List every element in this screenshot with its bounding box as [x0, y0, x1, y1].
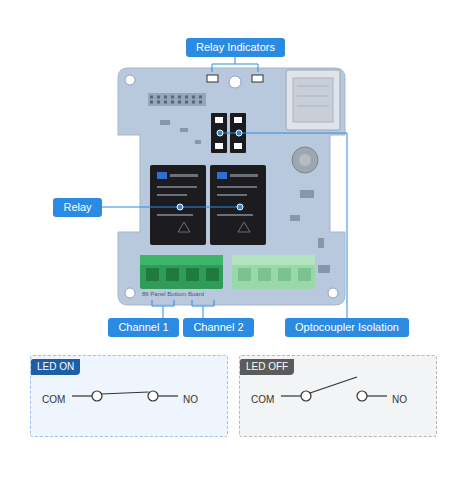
relay-print	[170, 174, 198, 177]
relay-body	[150, 165, 206, 245]
terminal-screw	[146, 268, 159, 281]
switch-row: COM NO	[240, 393, 436, 407]
smd-part	[318, 265, 330, 273]
switch-lever	[310, 377, 357, 393]
opto-mark	[234, 143, 242, 149]
relay-print	[157, 186, 197, 188]
callout-text: Channel 2	[193, 321, 243, 334]
terminal-block	[140, 255, 223, 289]
terminal-screw	[206, 268, 219, 281]
leader-line	[220, 133, 347, 320]
mount-hole	[328, 288, 338, 298]
opto-mark	[215, 143, 223, 149]
inductor	[292, 147, 318, 173]
callout-tag: Channel 1	[108, 318, 179, 337]
terminal-label: NO	[392, 393, 407, 407]
terminal-label: COM	[42, 393, 65, 407]
terminal-screw	[298, 268, 311, 281]
mount-hole	[229, 76, 241, 88]
smd-part	[318, 238, 324, 248]
terminal-screw	[278, 268, 291, 281]
relay-logo	[217, 172, 227, 179]
relay-print	[157, 214, 193, 216]
state-panel: LED OFF COM NO	[239, 355, 437, 437]
terminal-screw	[186, 268, 199, 281]
switch-lever	[102, 392, 149, 394]
relay-print	[217, 186, 257, 188]
rj45-detail	[297, 96, 329, 97]
state-tag: LED OFF	[240, 359, 294, 375]
callout-text: Channel 1	[118, 321, 168, 334]
terminal-top	[232, 255, 315, 265]
inductor-core	[299, 154, 311, 166]
relay-logo	[157, 172, 167, 179]
led	[252, 75, 263, 82]
leader-dot	[237, 204, 243, 210]
smd-part	[160, 120, 170, 125]
switch-wire	[158, 395, 178, 396]
switch-contact	[301, 391, 311, 401]
relay-print	[217, 214, 253, 216]
header-pins	[150, 101, 204, 104]
switch-wire	[72, 395, 92, 396]
terminal-label: NO	[183, 393, 198, 407]
smd-part	[300, 190, 314, 198]
state-tag: LED ON	[31, 359, 80, 375]
switch-contact	[357, 391, 367, 401]
smd-part	[290, 215, 300, 221]
leader-dot	[217, 130, 223, 136]
relay-body	[210, 165, 266, 245]
leader-dot	[236, 130, 242, 136]
rj45-detail	[297, 106, 329, 107]
rj45-port	[293, 78, 333, 122]
terminal-block	[232, 255, 315, 289]
led	[207, 75, 218, 82]
relay-print	[217, 194, 247, 196]
callout-text: Optocoupler Isolation	[295, 321, 399, 334]
panel-fill	[30, 355, 228, 437]
state-panel: LED ON COM NO	[30, 355, 228, 437]
callout-tag: Relay	[53, 198, 102, 217]
switch-contact	[92, 391, 102, 401]
switch-contact	[148, 391, 158, 401]
callout-tag: Relay Indicators	[186, 38, 285, 57]
leader-dot	[177, 204, 183, 210]
header-pins	[150, 96, 204, 99]
leader-line	[100, 207, 240, 208]
leader-line	[212, 56, 258, 72]
switch-wire	[367, 395, 387, 396]
callout-tag: Channel 2	[183, 318, 254, 337]
silkscreen-text: 86 Panel Bottom Board	[142, 291, 204, 298]
relay-print	[157, 194, 187, 196]
terminal-screw	[166, 268, 179, 281]
callout-tag: Optocoupler Isolation	[285, 318, 409, 337]
rj45-jack	[286, 70, 340, 130]
board-outline	[118, 68, 345, 305]
rj45-detail	[297, 86, 329, 87]
relay-warning	[238, 222, 250, 232]
smd-part	[180, 128, 188, 132]
relay-warning	[178, 222, 190, 232]
panel-fill	[239, 355, 437, 437]
terminal-screw	[238, 268, 251, 281]
terminal-screw	[258, 268, 271, 281]
opto-mark	[215, 117, 223, 123]
smd-part	[195, 140, 201, 144]
callout-text: Relay	[63, 201, 91, 214]
terminal-top	[140, 255, 223, 265]
opto-mark	[234, 117, 242, 123]
pin-header	[148, 93, 206, 106]
terminal-label: COM	[251, 393, 274, 407]
label-holder: 86 Panel Bottom Board	[142, 291, 204, 298]
switch-row: COM NO	[31, 393, 227, 407]
callout-text: Relay Indicators	[196, 41, 275, 54]
mount-hole	[125, 288, 135, 298]
relay-print	[230, 174, 258, 177]
switch-wire	[281, 395, 301, 396]
mount-hole	[125, 75, 135, 85]
